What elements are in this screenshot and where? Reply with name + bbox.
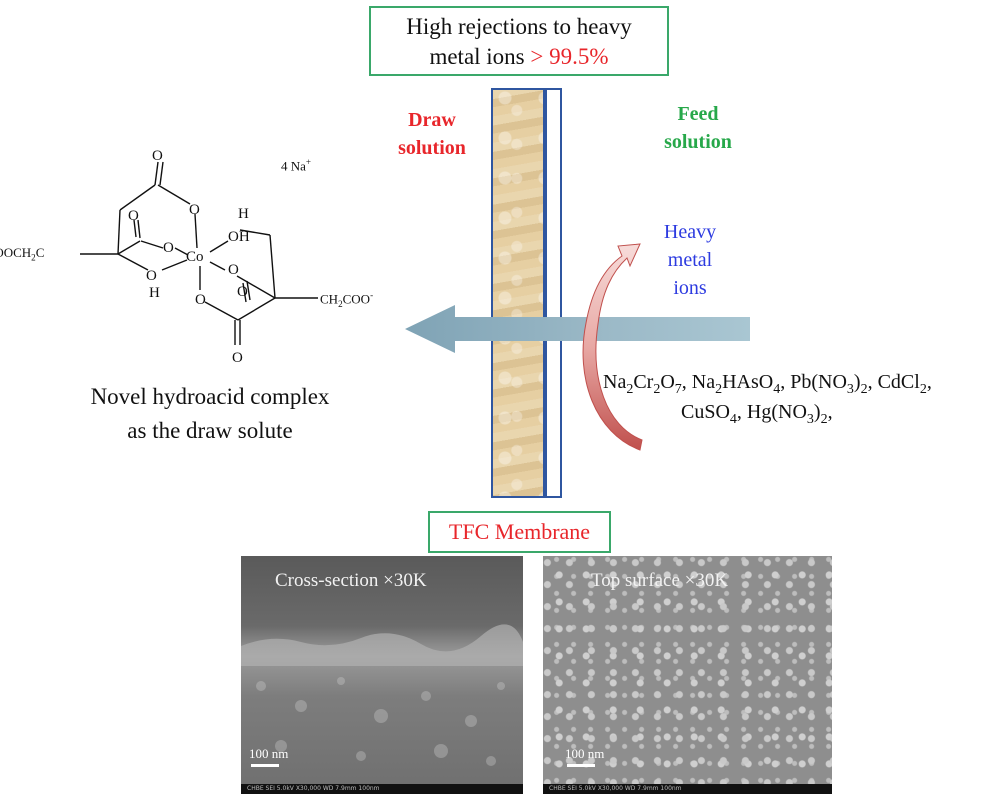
salt-text: , Pb(NO bbox=[780, 371, 847, 393]
salt-text: O bbox=[660, 371, 675, 393]
mol-o-7: O bbox=[195, 292, 206, 308]
caption-line-1: Novel hydroacid complex bbox=[90, 384, 330, 409]
sem-texture bbox=[241, 624, 523, 766]
salt-sub: 2 bbox=[860, 382, 868, 397]
mol-o-2: O bbox=[189, 202, 200, 218]
draw-label-line-2: solution bbox=[398, 137, 466, 159]
sem-right-scale-bar bbox=[567, 764, 595, 767]
feed-label-line-1: Feed bbox=[677, 103, 719, 125]
sem-right-scale-label: 100 nm bbox=[565, 746, 605, 761]
sem-right-info-bar: CHBE SEI 5.0kV X30,000 WD 7.9mm 100nm bbox=[543, 784, 832, 794]
mol-o-8: O bbox=[237, 284, 248, 300]
rejection-ions-text: metal ions bbox=[429, 44, 531, 69]
salt-sub: 2 bbox=[919, 382, 927, 397]
draw-label-line-1: Draw bbox=[408, 109, 456, 131]
mol-oh: OH bbox=[228, 229, 250, 245]
salt-text: , Na bbox=[681, 371, 716, 393]
mol-o-3: O bbox=[128, 208, 139, 224]
sem-right-title: Top surface ×30K bbox=[591, 570, 729, 591]
right-group-charge: - bbox=[370, 290, 374, 300]
feed-solution-label: Feed solution bbox=[648, 100, 748, 156]
sem-top-surface-image: Top surface ×30K 100 nm CHBE SEI 5.0kV X… bbox=[543, 556, 832, 794]
salt-text: , CdCl bbox=[867, 371, 920, 393]
right-group-text: CH bbox=[320, 291, 339, 307]
salt-text: ) bbox=[813, 401, 821, 423]
mol-o-5: O bbox=[146, 268, 157, 284]
left-group-sub: 2 bbox=[31, 252, 36, 263]
salt-sub: 3 bbox=[806, 412, 814, 427]
mol-h-2: H bbox=[238, 206, 249, 222]
mol-h: H bbox=[149, 285, 160, 301]
salt-text: Na bbox=[603, 371, 627, 393]
left-carboxylate-group: -OOCH2C bbox=[0, 245, 44, 263]
draw-solute-caption: Novel hydroacid complex as the draw solu… bbox=[60, 380, 360, 448]
salt-sub: 7 bbox=[674, 382, 682, 397]
sem-left-scale-label: 100 nm bbox=[249, 746, 289, 761]
draw-solution-label: Draw solution bbox=[384, 106, 480, 162]
salt-text: CuSO bbox=[681, 401, 730, 423]
heavy-label-line-2: metal bbox=[667, 249, 713, 271]
rejection-line-1: High rejections to heavy bbox=[406, 14, 632, 39]
sodium-counterion: 4 Na+ bbox=[281, 157, 311, 174]
right-carboxylate-group: CH2COO- bbox=[320, 290, 373, 309]
salt-sub: 4 bbox=[729, 412, 737, 427]
left-group-text: -OOCH bbox=[0, 245, 32, 260]
sem-cross-section-image: Cross-section ×30K 100 nm CHBE SEI 5.0kV… bbox=[241, 556, 523, 794]
mol-co: Co bbox=[186, 249, 204, 265]
feed-label-line-2: solution bbox=[664, 131, 732, 153]
right-group-sub: 2 bbox=[338, 298, 343, 309]
salt-sub: 2 bbox=[715, 382, 723, 397]
salt-text: , bbox=[827, 401, 833, 423]
sem-left-info-bar: CHBE SEI 5.0kV X30,000 WD 7.9mm 100nm bbox=[241, 784, 523, 794]
salt-text: HAsO bbox=[722, 371, 774, 393]
na-charge: + bbox=[305, 157, 312, 167]
salt-sub: 2 bbox=[820, 412, 828, 427]
na-text: 4 Na bbox=[281, 158, 306, 174]
salts-line-1: Na2Cr2O7, Na2HAsO4, Pb(NO3)2, CdCl2, bbox=[603, 368, 932, 404]
salt-sub: 3 bbox=[846, 382, 854, 397]
mol-o-6: O bbox=[228, 262, 239, 278]
mol-o-9: O bbox=[232, 350, 243, 366]
salt-text: , Hg(NO bbox=[736, 401, 807, 423]
salt-text: , bbox=[926, 371, 932, 393]
membrane-active-layer bbox=[545, 88, 562, 498]
salt-text: ) bbox=[853, 371, 861, 393]
tfc-membrane-label: TFC Membrane bbox=[428, 511, 611, 553]
mol-o-1: O bbox=[152, 148, 163, 164]
right-group-end: COO bbox=[342, 291, 371, 307]
heavy-label-line-1: Heavy bbox=[663, 221, 717, 243]
salt-sub: 2 bbox=[626, 382, 634, 397]
left-group-end: C bbox=[35, 245, 45, 260]
membrane-support-layer bbox=[491, 88, 545, 498]
rejection-line-2: metal ions > 99.5% bbox=[371, 42, 667, 72]
sem-left-title: Cross-section ×30K bbox=[275, 570, 427, 591]
hydroacid-complex-structure: O O O O Co O H O OH H O O O bbox=[80, 148, 318, 366]
heavy-label-line-3: ions bbox=[673, 277, 707, 299]
rejection-box: High rejections to heavy metal ions > 99… bbox=[369, 6, 669, 76]
rejection-curved-arrow-icon bbox=[582, 243, 643, 451]
salt-sub: 2 bbox=[653, 382, 661, 397]
salt-sub: 4 bbox=[773, 382, 781, 397]
heavy-metal-ions-label: Heavy metal ions bbox=[645, 218, 735, 302]
salt-text: Cr bbox=[633, 371, 654, 393]
rejection-value: > 99.5% bbox=[530, 44, 609, 69]
salts-line-2: CuSO4, Hg(NO3)2, bbox=[681, 398, 833, 434]
sem-left-scale-bar bbox=[251, 764, 279, 767]
mol-o-4: O bbox=[163, 240, 174, 256]
caption-line-2: as the draw solute bbox=[127, 418, 293, 443]
